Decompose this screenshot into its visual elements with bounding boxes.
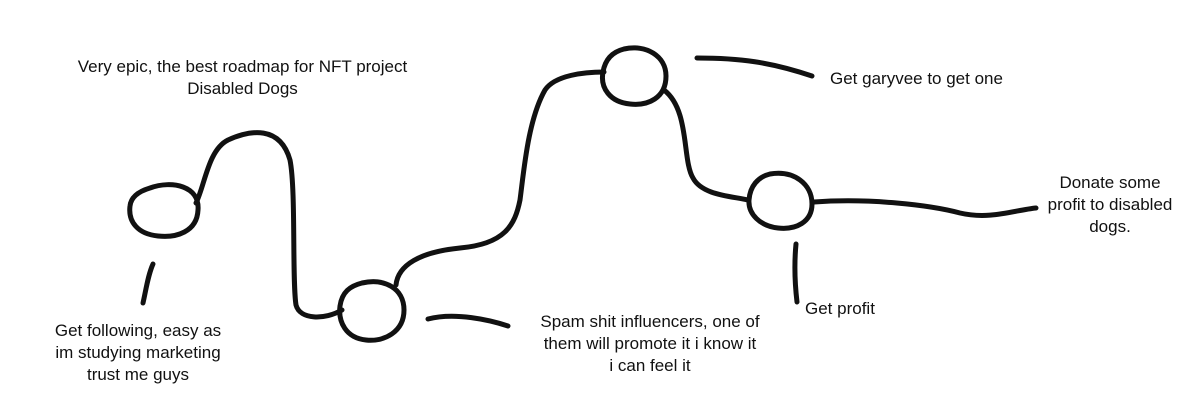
roadmap-title: Very epic, the best roadmap for NFT proj… <box>77 57 408 98</box>
milestone-circle-garyvee <box>599 45 669 107</box>
milestone-label-spam: Spam shit influencers, one of them will … <box>540 312 760 375</box>
milestone-label-profit: Get profit <box>805 299 875 318</box>
milestone-label-following: Get following, easy as im studying marke… <box>54 321 222 384</box>
roadmap-road-segment-3 <box>661 87 751 203</box>
milestone-circle-profit <box>746 170 815 231</box>
pointer-line-spam <box>425 313 511 329</box>
roadmap-road-segment-2 <box>393 69 607 288</box>
milestone-label-garyvee: Get garyvee to get one <box>830 69 1003 88</box>
pointer-line-garyvee <box>694 55 815 79</box>
milestone-circle-following <box>127 182 201 239</box>
roadmap-road-segment-4 <box>811 198 1039 218</box>
roadmap-road-segment-1 <box>193 130 345 320</box>
pointer-line-following <box>140 261 156 306</box>
milestone-label-donate: Donate some profit to disabled dogs. <box>1047 173 1173 236</box>
pointer-line-profit <box>792 241 800 305</box>
milestone-circle-spam <box>337 279 407 343</box>
